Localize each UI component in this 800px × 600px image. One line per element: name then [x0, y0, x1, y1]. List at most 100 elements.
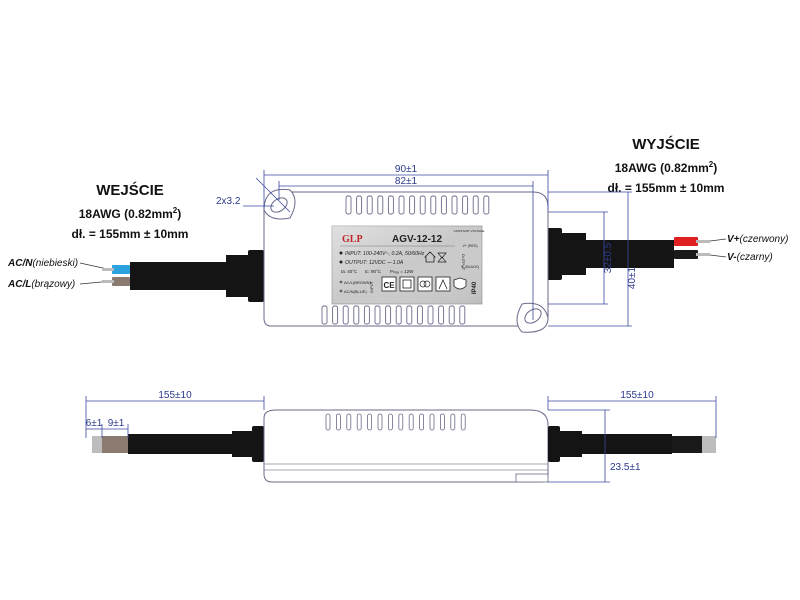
side-ribs	[325, 413, 466, 431]
label-ta: ta: 40°C	[341, 269, 358, 274]
wire-black	[674, 250, 698, 259]
bottom-ribs	[321, 305, 466, 325]
wire-blue-core	[102, 268, 114, 271]
wire-brown-core	[102, 280, 114, 283]
wire-blue	[112, 265, 130, 274]
dimension-cable-left: 155±10	[85, 390, 265, 438]
rib	[429, 413, 435, 431]
rib	[387, 413, 393, 431]
label-ce: CE	[383, 281, 395, 290]
rib	[356, 195, 363, 215]
wire-red-core	[696, 240, 710, 243]
label-side-input: INPUT	[369, 280, 374, 293]
rib	[450, 413, 456, 431]
rib	[440, 195, 447, 215]
side-output-cable	[582, 434, 672, 454]
indoor-use-icon	[424, 251, 436, 263]
safety-transformer-icon	[417, 276, 433, 292]
side-input-cable	[128, 434, 232, 454]
rib	[439, 413, 445, 431]
leader-v-minus	[709, 254, 727, 258]
output-length: dł. = 155mm ± 10mm	[608, 181, 725, 195]
rib	[409, 195, 416, 215]
rib	[377, 413, 383, 431]
product-label: GLP AGV-12-12 CONSTANT VOLTAGE INPUT: 10…	[331, 225, 485, 305]
dimension-hole-spacing: 82±1	[278, 176, 534, 320]
rib	[321, 305, 328, 325]
label-acn: AC/N(BLUE)	[344, 289, 367, 294]
label-tc: tc: 90°C	[365, 269, 382, 274]
rib	[451, 195, 458, 215]
input-strain-relief	[226, 255, 248, 297]
rib	[346, 413, 352, 431]
mounting-hole-left	[270, 197, 288, 213]
label-model: AGV-12-12	[392, 234, 442, 245]
wire-label-v-minus: V-(czarny)	[727, 252, 773, 263]
rib	[419, 195, 426, 215]
dimension-cable-right: 155±10	[547, 390, 717, 438]
label-input-spec: INPUT: 100-240V~, 0.2A, 50/60Hz	[345, 251, 425, 257]
label-acl: AC/L(BROWN)	[344, 280, 372, 285]
label-side-output: OUTPUT	[461, 254, 466, 271]
rib	[472, 195, 479, 215]
dimension-overall-length: 90±1	[263, 164, 549, 210]
svg-text:2x3.2: 2x3.2	[216, 196, 241, 207]
rib	[427, 305, 434, 325]
dimension-height-outer: 40±1	[548, 191, 638, 327]
rib	[438, 305, 445, 325]
side-output-strain-relief	[560, 431, 582, 457]
input-awg: 18AWG (0.82mm2)	[79, 206, 182, 221]
input-cable	[130, 262, 226, 290]
rib	[408, 413, 414, 431]
side-wire-core	[702, 436, 716, 453]
svg-text:155±10: 155±10	[620, 390, 654, 401]
side-housing-foot	[515, 473, 549, 483]
side-output-strain-relief-cap	[548, 426, 560, 462]
rib	[374, 305, 381, 325]
output-title: WYJŚCIE	[632, 135, 700, 153]
rib	[460, 413, 466, 431]
side-wire-brown	[102, 436, 128, 453]
label-pout: Pₘₐₓ = 12W	[390, 269, 414, 274]
rib	[395, 305, 402, 325]
dimension-strip-1: 6±1	[86, 418, 103, 438]
rib	[419, 413, 425, 431]
rib	[459, 305, 466, 325]
rib	[416, 305, 423, 325]
rib	[363, 305, 370, 325]
label-cv: CONSTANT VOLTAGE	[454, 229, 485, 233]
dimension-height-inner: 32±0.5	[548, 211, 614, 305]
leader-v-plus	[709, 238, 727, 242]
input-length: dł. = 155mm ± 10mm	[72, 227, 189, 241]
ce-mark-box	[381, 276, 397, 292]
rib	[483, 195, 490, 215]
top-ribs	[345, 195, 490, 215]
safety-class-icon	[437, 252, 447, 263]
rib	[367, 413, 373, 431]
rib	[387, 195, 394, 215]
label-brand: GLP	[342, 234, 363, 245]
rib	[332, 305, 339, 325]
label-output-spec: OUTPUT: 12VDC ⎓ 1.0A	[345, 260, 404, 266]
output-strain-relief	[562, 233, 586, 275]
rib	[335, 413, 341, 431]
label-vminus-black: V- (BLACK)	[461, 265, 479, 269]
double-insulation-icon	[399, 276, 415, 292]
housing-side-view	[263, 409, 549, 483]
rib	[462, 195, 469, 215]
svg-text:82±1: 82±1	[395, 176, 418, 187]
rib	[342, 305, 349, 325]
rib	[430, 195, 437, 215]
rib	[385, 305, 392, 325]
output-strain-relief-cap	[546, 228, 562, 280]
rib	[406, 305, 413, 325]
side-input-strain-relief	[232, 431, 252, 457]
input-strain-relief-cap	[248, 250, 264, 302]
wire-label-ac-l: AC/L(brązowy)	[7, 279, 75, 290]
output-cable	[586, 240, 674, 268]
svg-text:90±1: 90±1	[395, 164, 418, 175]
wire-brown	[112, 277, 130, 286]
svg-text:40±1: 40±1	[627, 266, 638, 289]
svg-text:32±0.5: 32±0.5	[603, 242, 614, 273]
